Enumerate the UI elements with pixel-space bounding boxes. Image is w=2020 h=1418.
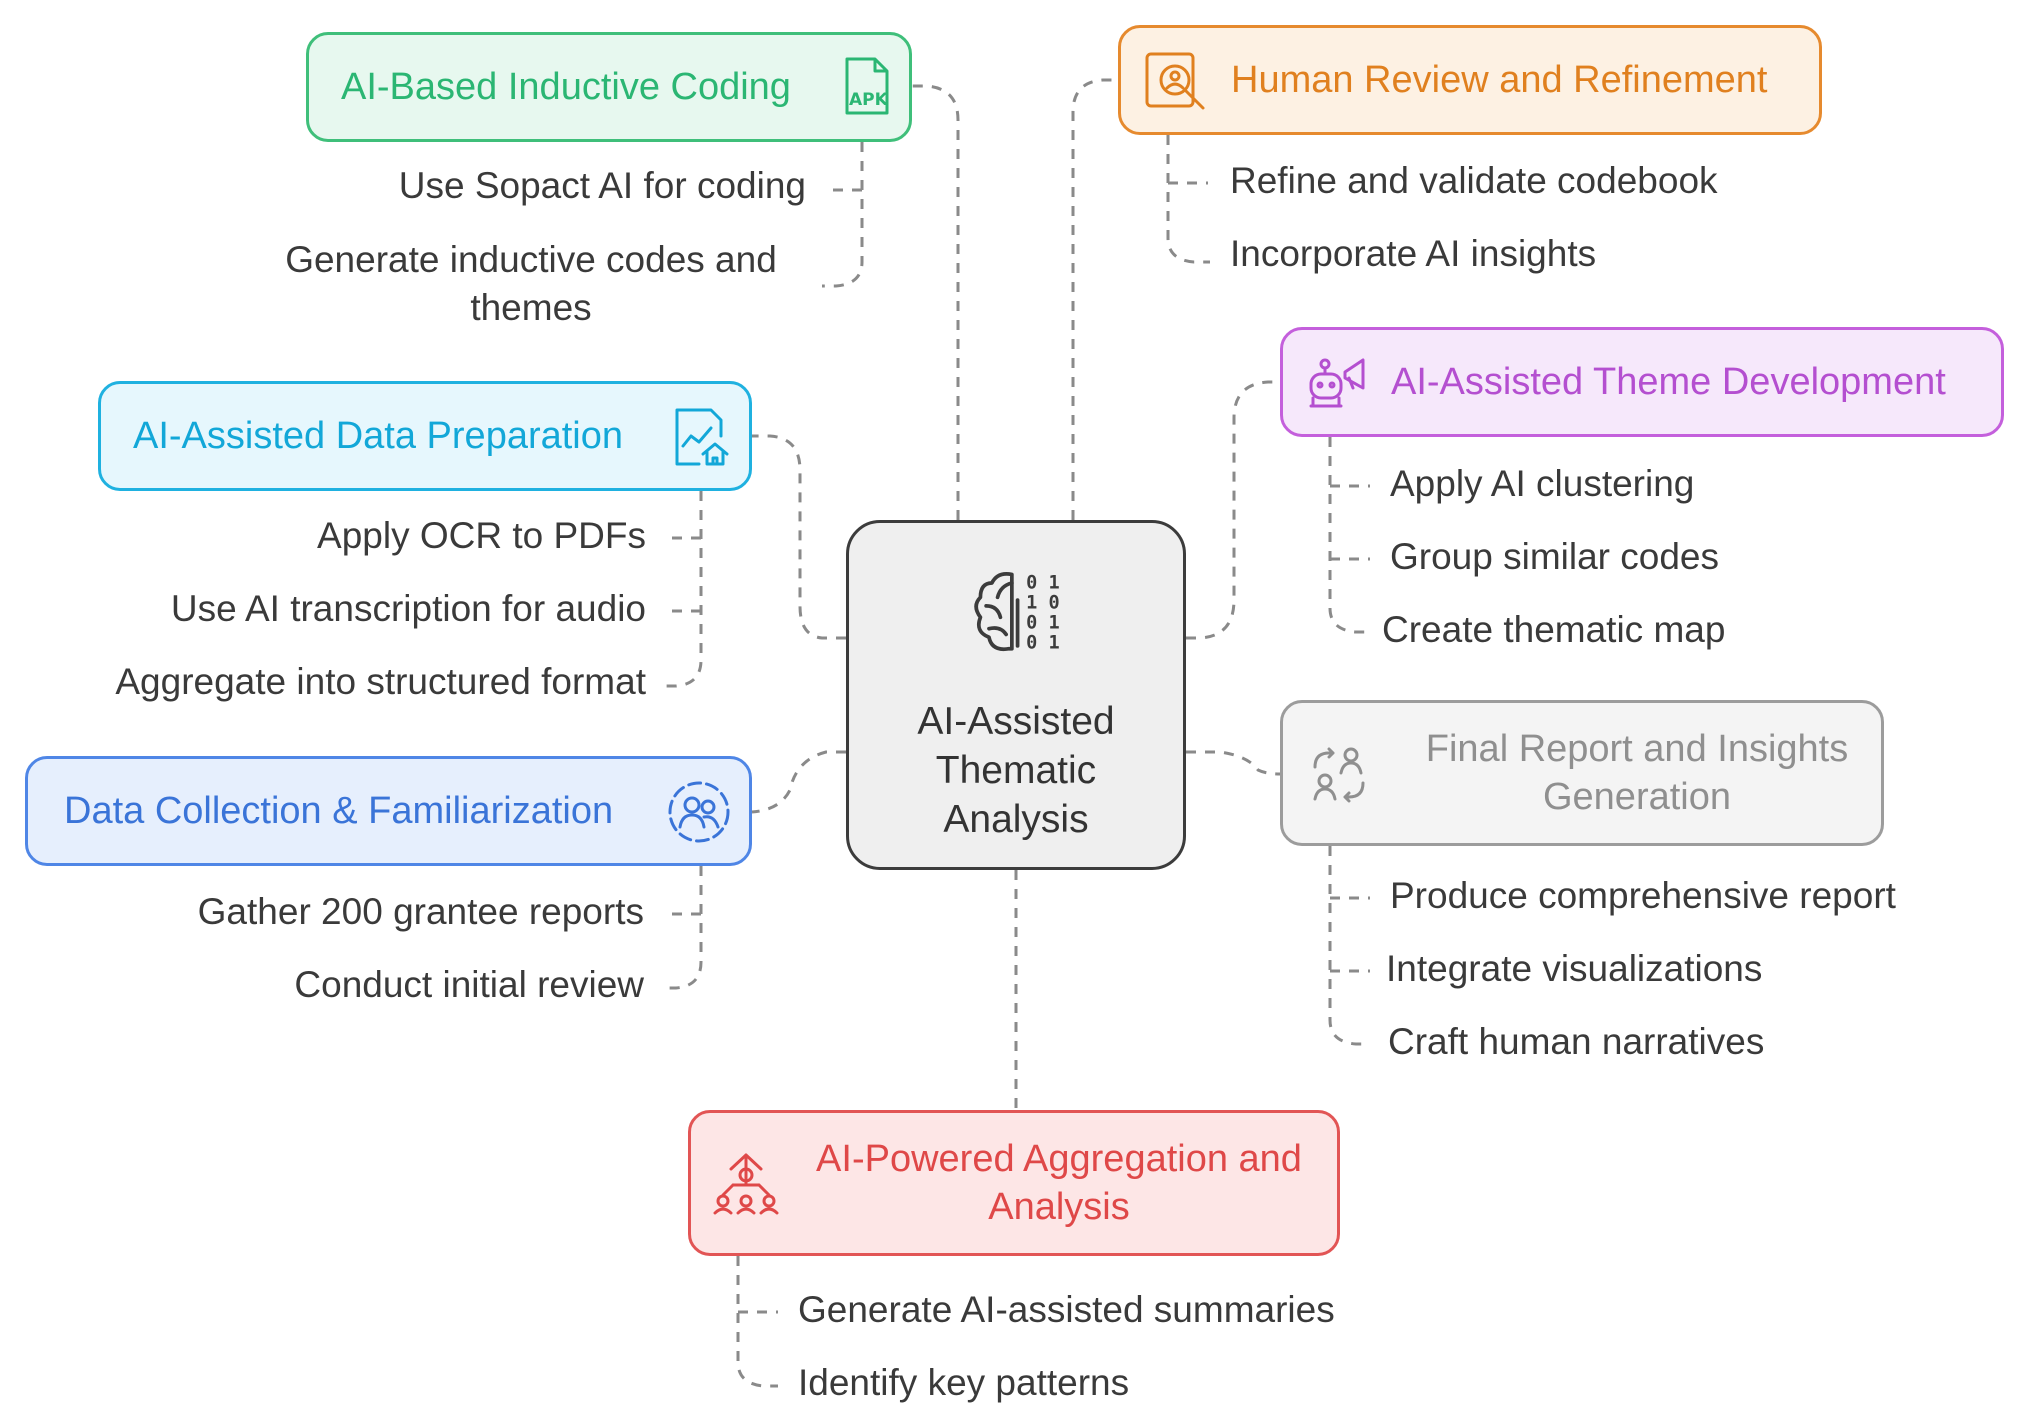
robot-megaphone-icon (1309, 358, 1365, 408)
final-report-node: Final Report and Insights Generation (1280, 700, 1884, 846)
network-tree-icon (713, 1153, 779, 1215)
data-prep-item-3: Aggregate into structured format (115, 661, 646, 702)
connector-center-theme-dev (1186, 380, 1280, 640)
inductive-item-1: Use Sopact AI for coding (398, 165, 806, 206)
connector-theme-items (1328, 437, 1370, 634)
aggregation-item-2: Identify key patterns (798, 1362, 1130, 1403)
data-collection-item-1: Gather 200 grantee reports (197, 891, 644, 932)
theme-item-1: Apply AI clustering (1390, 463, 1695, 504)
human-review-title: Human Review and Refinement (1231, 59, 1768, 101)
connector-center-final-report (1186, 750, 1281, 776)
final-report-item-3: Craft human narratives (1388, 1021, 1765, 1062)
aggregation-item-1: Generate AI-assisted summaries (798, 1289, 1335, 1330)
data-prep-item-2: Use AI transcription for audio (170, 588, 646, 629)
connector-inductive-items (822, 142, 864, 288)
data-preparation-node: AI-Assisted Data Preparation (98, 381, 752, 491)
data-preparation-title: AI-Assisted Data Preparation (133, 415, 624, 457)
inductive-coding-node: AI-Based Inductive Coding APK (306, 32, 912, 142)
connector-center-data-collection (751, 750, 846, 814)
brain-binary-icon: 0 11 0 0 10 1 (974, 572, 1060, 654)
connector-center-data-prep (752, 434, 846, 640)
apk-file-icon: APK (845, 57, 889, 115)
connector-data-prep-items (664, 491, 703, 688)
people-exchange-icon (1313, 747, 1365, 803)
svg-text:0 1: 0 1 (1026, 613, 1060, 634)
final-report-title: Final Report and Insights Generation (1425, 728, 1849, 818)
connector-aggregation-items (736, 1256, 778, 1388)
theme-development-title: AI-Assisted Theme Development (1391, 361, 1946, 403)
svg-text:1 0: 1 0 (1026, 593, 1060, 614)
data-collection-title: Data Collection & Familiarization (64, 790, 614, 832)
connector-center-human-review (1071, 78, 1118, 520)
connector-final-report-items (1328, 846, 1370, 1046)
human-review-item-1: Refine and validate codebook (1230, 160, 1718, 201)
connector-data-collection-items (664, 866, 703, 990)
theme-development-node: AI-Assisted Theme Development (1280, 327, 2004, 437)
svg-text:APK: APK (849, 90, 889, 110)
data-collection-node: Data Collection & Familiarization (25, 756, 752, 866)
users-circle-icon (668, 781, 730, 843)
inductive-item-2: Generate inductive codes and themes (285, 239, 777, 328)
final-report-item-2: Integrate visualizations (1386, 948, 1763, 989)
connector-human-review-items (1166, 135, 1210, 264)
human-review-node: Human Review and Refinement (1118, 25, 1822, 135)
svg-text:0 1: 0 1 (1026, 573, 1060, 594)
data-prep-item-1: Apply OCR to PDFs (317, 515, 646, 556)
aggregation-node: AI-Powered Aggregation and Analysis (688, 1110, 1340, 1256)
inductive-coding-title: AI-Based Inductive Coding (341, 66, 791, 108)
person-search-icon (1145, 52, 1205, 110)
aggregation-title: AI-Powered Aggregation and Analysis (816, 1138, 1302, 1228)
human-review-item-2: Incorporate AI insights (1230, 233, 1597, 274)
connector-center-inductive (912, 84, 960, 520)
theme-item-2: Group similar codes (1390, 536, 1720, 577)
data-collection-item-2: Conduct initial review (294, 964, 644, 1005)
theme-item-3: Create thematic map (1382, 609, 1726, 650)
center-title: AI-Assisted Thematic Analysis (917, 699, 1115, 841)
chart-document-icon (675, 408, 729, 466)
svg-text:0 1: 0 1 (1026, 633, 1060, 654)
final-report-item-1: Produce comprehensive report (1390, 875, 1896, 916)
